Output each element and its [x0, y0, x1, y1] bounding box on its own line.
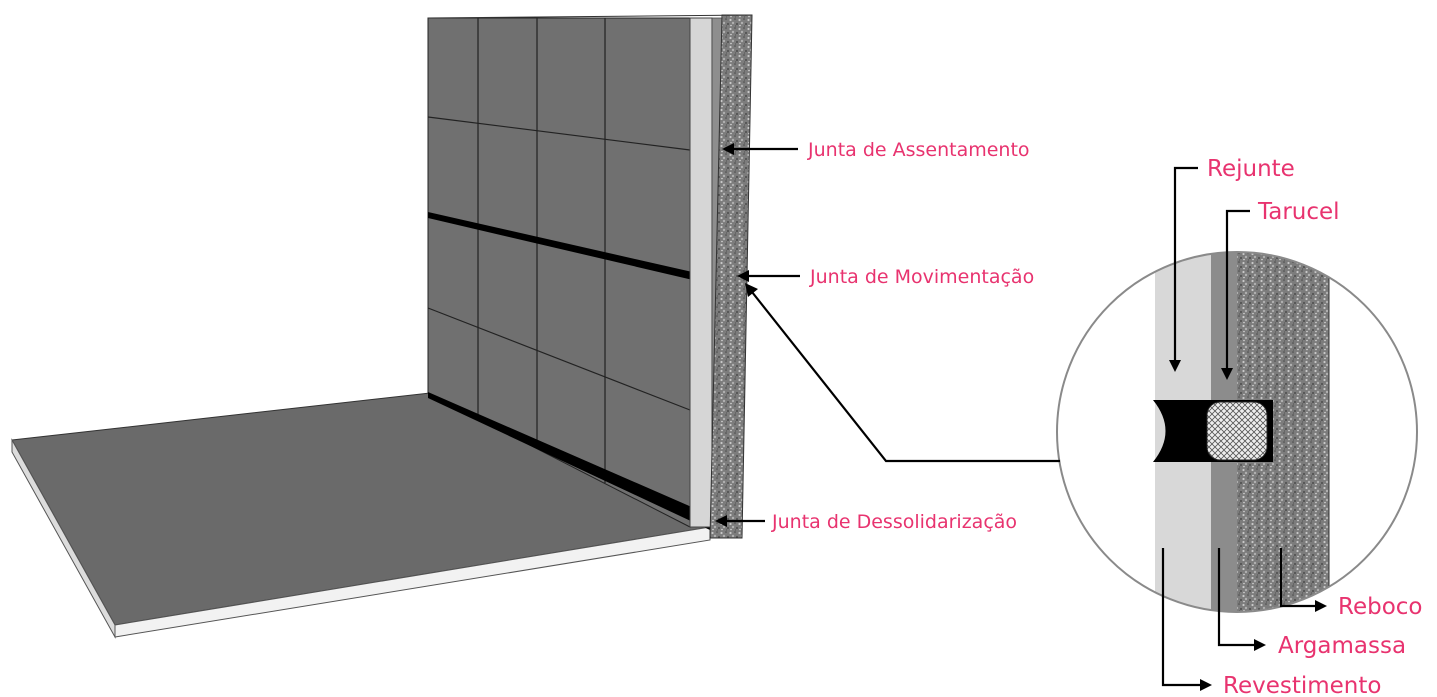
label-tarucel: Tarucel	[1257, 199, 1340, 225]
floor-slab	[11, 392, 712, 639]
label-reboco: Reboco	[1338, 594, 1423, 620]
movement-joint-line	[428, 212, 710, 284]
label-revestimento: Revestimento	[1223, 673, 1381, 697]
label-junta-assentamento: Junta de Assentamento	[807, 139, 1030, 161]
detail-magnifier	[1056, 251, 1418, 613]
desolidarization-joint-line	[428, 392, 710, 530]
label-junta-dessolidarizacao: Junta de Dessolidarização	[771, 511, 1017, 533]
wall-tiles	[427, 17, 691, 528]
label-rejunte: Rejunte	[1207, 156, 1295, 182]
label-junta-movimentacao: Junta de Movimentação	[809, 266, 1034, 288]
label-argamassa: Argamassa	[1278, 633, 1406, 659]
leader-lines	[715, 143, 1327, 691]
wall-layers	[427, 14, 753, 539]
